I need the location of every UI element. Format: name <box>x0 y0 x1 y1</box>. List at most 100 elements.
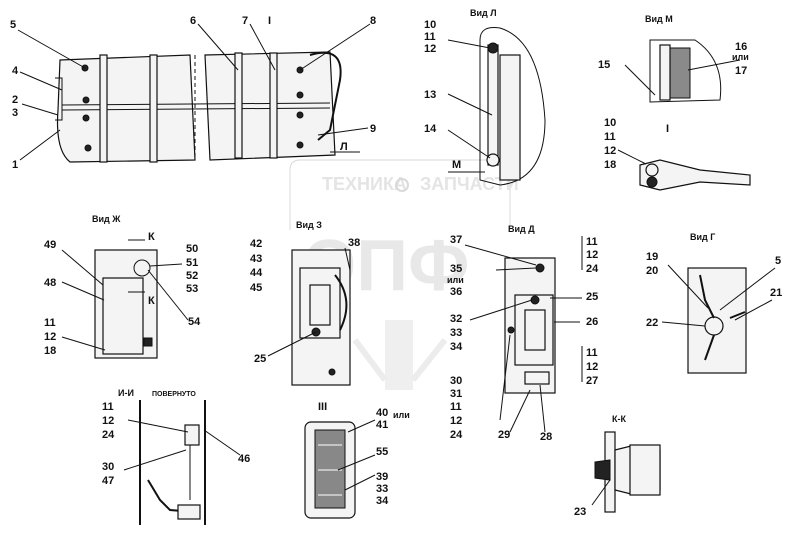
view-zh-callout-51: 51 <box>186 257 198 269</box>
view-zh-callout-48: 48 <box>44 277 56 289</box>
detail-iii-title: III <box>318 401 327 413</box>
callout-8: 8 <box>370 15 376 27</box>
main-assembly: 5 4 2 3 1 6 7 8 9 I Л <box>10 15 376 171</box>
detail-i-callout-18: 18 <box>604 159 616 171</box>
view-d-callout-37: 37 <box>450 234 462 246</box>
view-l-callout-11: 11 <box>424 31 436 43</box>
view-m-callout-15: 15 <box>598 59 610 71</box>
detail-i-callout-10: 10 <box>604 117 616 129</box>
section-ii-title: И-И <box>118 388 134 398</box>
section-ii: И-И ПОВЕРНУТО 11 12 24 46 30 47 <box>102 388 250 525</box>
detail-iii-callout-40: 40 <box>376 407 388 419</box>
callout-9: 9 <box>370 123 376 135</box>
detail-i-callout-12: 12 <box>604 145 616 157</box>
callout-3: 3 <box>12 107 18 119</box>
view-z-callout-38: 38 <box>348 237 360 249</box>
watermark-wheat <box>352 338 448 382</box>
view-m-title: Вид М <box>645 14 673 24</box>
view-d-callout-12b: 12 <box>586 361 598 373</box>
callout-5: 5 <box>10 19 16 31</box>
view-d: Вид Д 37 35 или 36 11 12 24 25 32 33 34 … <box>447 224 599 443</box>
view-d-callout-32: 32 <box>450 313 462 325</box>
view-d-callout-30: 30 <box>450 375 462 387</box>
section-kk-title: К-К <box>612 414 626 424</box>
view-l-callout-13: 13 <box>424 89 436 101</box>
section-ii-callout-47: 47 <box>102 475 114 487</box>
callout-2: 2 <box>12 94 18 106</box>
section-ii-callout-46: 46 <box>238 453 250 465</box>
view-z-callout-44: 44 <box>250 267 263 279</box>
view-zh-callout-49: 49 <box>44 239 56 251</box>
view-m-callout-17: 17 <box>735 65 747 77</box>
view-zh-callout-18: 18 <box>44 345 56 357</box>
detail-iii-callout-41: 41 <box>376 419 388 431</box>
section-ii-callout-11: 11 <box>102 401 114 413</box>
view-d-callout-35: 35 <box>450 263 462 275</box>
detail-i-callout-11: 11 <box>604 131 616 143</box>
view-d-callout-34: 34 <box>450 341 463 353</box>
view-zh-title: Вид Ж <box>92 214 121 224</box>
watermark-column <box>385 320 413 390</box>
view-z-callout-43: 43 <box>250 253 262 265</box>
view-g-callout-19: 19 <box>646 251 658 263</box>
view-d-callout-11b: 11 <box>586 347 598 359</box>
view-zh: Вид Ж К К 49 48 50 51 52 53 54 11 12 18 <box>44 214 201 359</box>
view-zh-callout-50: 50 <box>186 243 198 255</box>
view-z: Вид З 42 43 44 45 38 25 <box>250 220 360 386</box>
view-d-callout-27: 27 <box>586 375 598 387</box>
view-l-title: Вид Л <box>470 8 497 18</box>
view-d-callout-28: 28 <box>540 431 552 443</box>
view-l-callout-14: 14 <box>424 123 437 135</box>
view-g: Вид Г 19 20 5 21 22 <box>646 232 782 374</box>
view-d-callout-36: 36 <box>450 286 462 298</box>
view-m-callout-16: 16 <box>735 41 747 53</box>
callout-1: 1 <box>12 159 18 171</box>
view-d-callout-11a: 11 <box>586 236 598 248</box>
view-d-callout-25: 25 <box>586 291 598 303</box>
view-d-callout-26: 26 <box>586 316 598 328</box>
callout-7: 7 <box>242 15 248 27</box>
view-g-callout-22: 22 <box>646 317 658 329</box>
view-d-title: Вид Д <box>508 224 535 234</box>
view-zh-callout-12: 12 <box>44 331 56 343</box>
view-l-callout-12: 12 <box>424 43 436 55</box>
view-zh-callout-11: 11 <box>44 317 56 329</box>
section-ii-callout-12: 12 <box>102 415 114 427</box>
letter-k-bottom: К <box>148 295 155 307</box>
view-l-callout-10: 10 <box>424 19 436 31</box>
view-d-callout-31: 31 <box>450 388 462 400</box>
view-m-callout-or: или <box>732 52 749 62</box>
view-g-title: Вид Г <box>690 232 715 242</box>
letter-m: М <box>452 159 461 171</box>
detail-iii-callout-34: 34 <box>376 495 389 507</box>
detail-iii-callout-33: 33 <box>376 483 388 495</box>
detail-iii-callout-55: 55 <box>376 446 388 458</box>
view-d-callout-24a: 24 <box>586 263 599 275</box>
detail-i: I 10 11 12 18 <box>604 117 751 191</box>
view-d-callout-11c: 11 <box>450 401 462 413</box>
watermark-left: ТЕХНИКА <box>322 174 407 194</box>
battery-box-left <box>56 54 196 163</box>
view-g-callout-21: 21 <box>770 287 782 299</box>
view-zh-callout-54: 54 <box>188 316 201 328</box>
view-zh-callout-52: 52 <box>186 270 198 282</box>
view-d-callout-12a: 12 <box>586 249 598 261</box>
section-ii-callout-24: 24 <box>102 429 115 441</box>
view-d-callout-33: 33 <box>450 327 462 339</box>
view-l: Вид Л 10 11 12 13 14 М <box>424 8 546 186</box>
view-z-callout-25: 25 <box>254 353 266 365</box>
view-d-callout-29: 29 <box>498 429 510 441</box>
letter-k-top: К <box>148 231 155 243</box>
detail-iii: III 40 или 41 55 39 33 34 <box>304 401 410 519</box>
section-ii-note: ПОВЕРНУТО <box>152 391 196 398</box>
view-g-callout-20: 20 <box>646 265 658 277</box>
view-d-callout-24c: 24 <box>450 429 463 441</box>
callout-6: 6 <box>190 15 196 27</box>
watermark-right: ЗАПЧАСТИ <box>420 174 519 194</box>
view-zh-callout-53: 53 <box>186 283 198 295</box>
roman-i-top: I <box>268 15 271 27</box>
view-z-title: Вид З <box>296 220 322 230</box>
view-g-callout-5: 5 <box>775 255 781 267</box>
view-z-callout-42: 42 <box>250 238 262 250</box>
